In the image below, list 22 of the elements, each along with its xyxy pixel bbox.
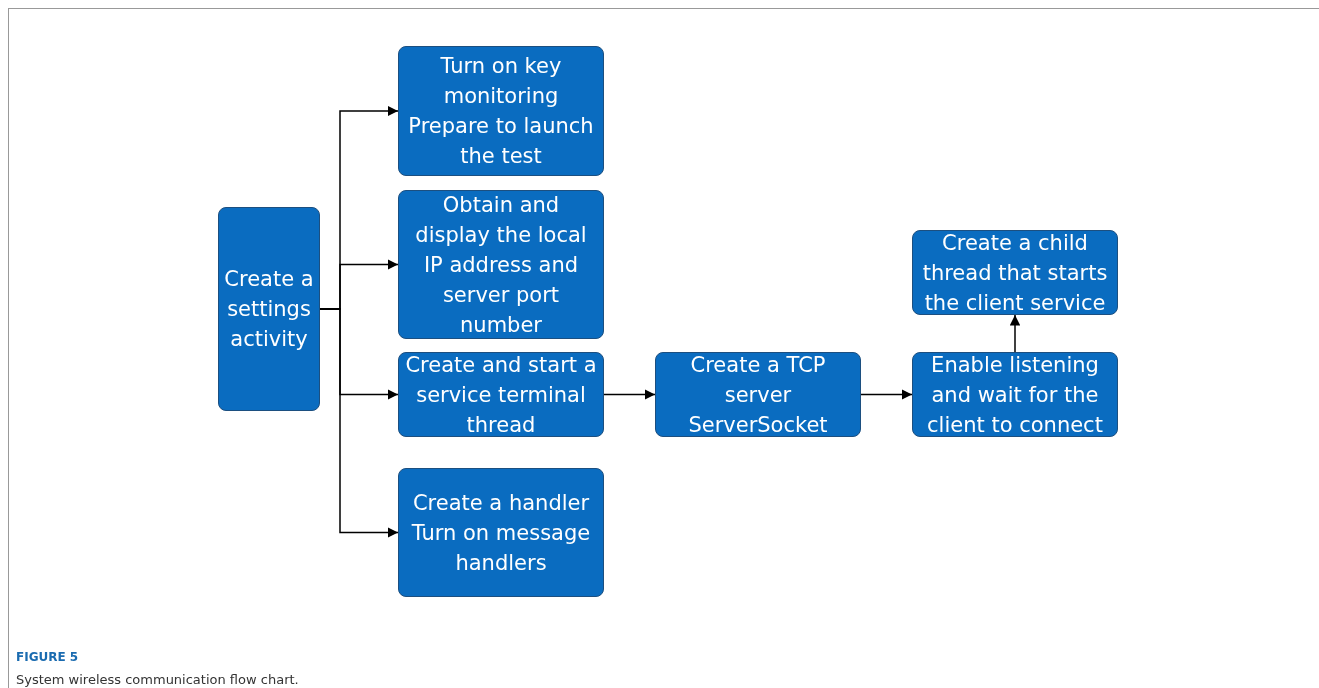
process-box	[398, 46, 604, 176]
arrow	[319, 308, 399, 538]
box-text: Create a child thread that starts the client service	[921, 229, 1109, 317]
process-box	[398, 468, 604, 597]
process-box	[218, 207, 320, 411]
box-text: Create a handler	[412, 489, 590, 517]
box-text: Create a TCP server ServerSocket	[687, 351, 829, 439]
arrow	[860, 389, 913, 400]
process-box	[398, 190, 604, 339]
arrow	[1009, 314, 1021, 353]
box-text: Obtain and display the local IP address and server port number	[414, 191, 588, 339]
box-text: Prepare to launch the test	[407, 113, 595, 170]
figure-caption: System wireless communication flow chart.	[16, 672, 299, 687]
box-text: Enable listening and wait for the client to connect	[926, 351, 1104, 439]
box-text: Turn on key monitoring	[439, 53, 563, 110]
box-text: Create a settings activity	[223, 266, 315, 353]
box-text: Create and start a service terminal thread	[404, 351, 598, 439]
figure-number: FIGURE 5	[16, 650, 79, 664]
process-box	[655, 352, 861, 437]
process-box	[912, 352, 1118, 437]
arrow	[603, 389, 656, 400]
box-text: Turn on message handlers	[410, 519, 592, 577]
